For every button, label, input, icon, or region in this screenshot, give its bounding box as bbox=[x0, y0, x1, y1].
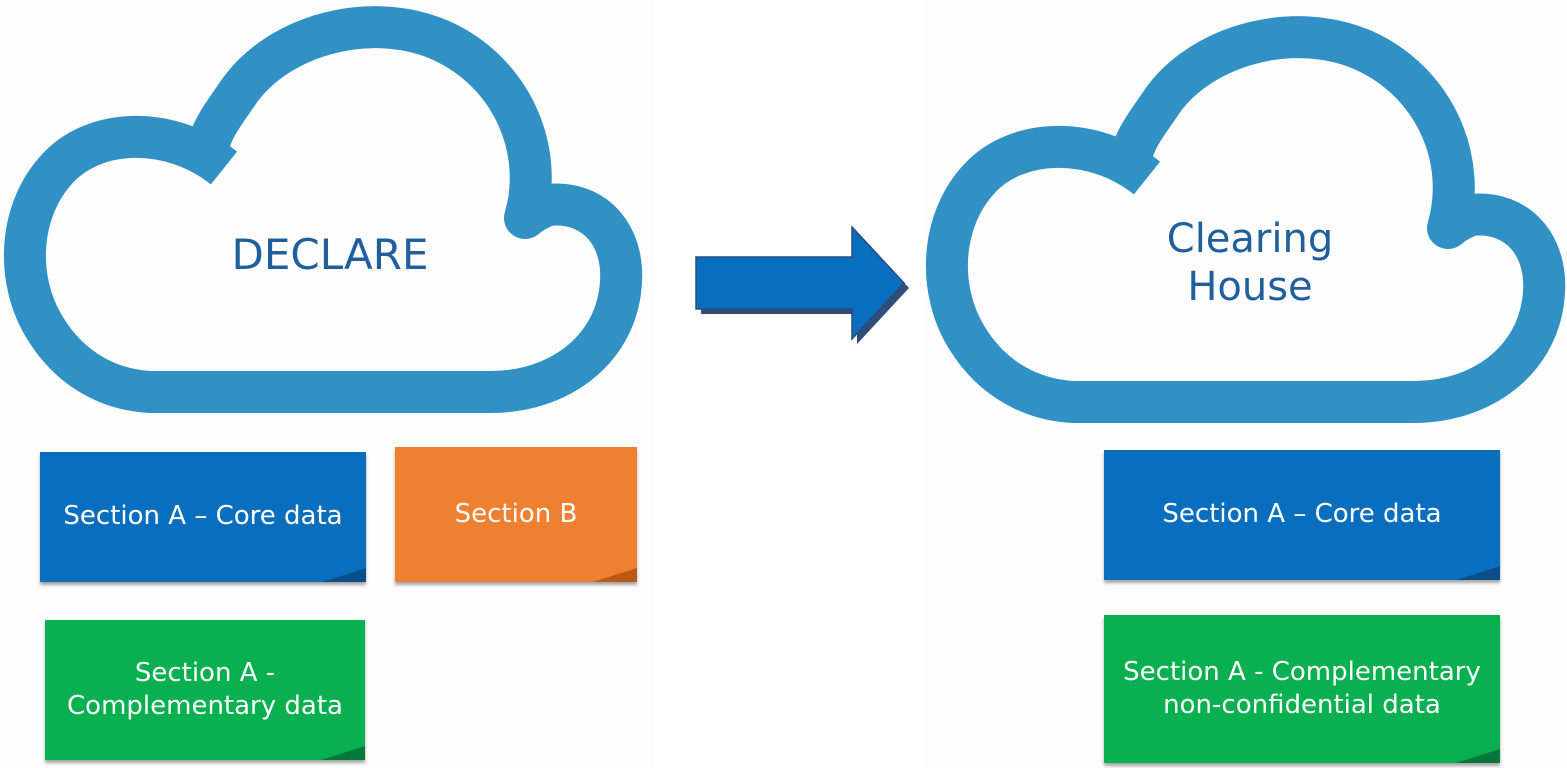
clearing-house-cloud-icon bbox=[925, 16, 1566, 423]
declare-cloud-label: DECLARE bbox=[231, 230, 429, 279]
declare-cloud-icon bbox=[3, 6, 643, 413]
note-fold bbox=[321, 746, 365, 760]
right-note-section-a-core: Section A – Core data bbox=[1104, 450, 1500, 580]
note-fold bbox=[1456, 749, 1500, 763]
note-fold bbox=[322, 568, 366, 582]
clearing-house-cloud-label: Clearing House bbox=[1166, 216, 1334, 310]
left-note-section-b-text: Section B bbox=[454, 498, 578, 529]
left-note-section-b: Section B bbox=[395, 447, 637, 582]
left-note-section-a-complementary-text: Section A - Complementary data bbox=[67, 657, 343, 721]
note-fold bbox=[593, 568, 637, 582]
right-note-section-a-complementary-text: Section A - Complementary non-confidenti… bbox=[1123, 656, 1481, 720]
left-note-section-a-core-text: Section A – Core data bbox=[63, 501, 343, 532]
note-fold bbox=[1456, 566, 1500, 580]
left-note-section-a-core: Section A – Core data bbox=[40, 452, 366, 582]
right-arrow-icon bbox=[695, 225, 909, 344]
right-note-section-a-core-text: Section A – Core data bbox=[1162, 499, 1442, 530]
left-note-section-a-complementary: Section A - Complementary data bbox=[45, 620, 365, 760]
right-note-section-a-complementary-non-confidential: Section A - Complementary non-confidenti… bbox=[1104, 615, 1500, 763]
